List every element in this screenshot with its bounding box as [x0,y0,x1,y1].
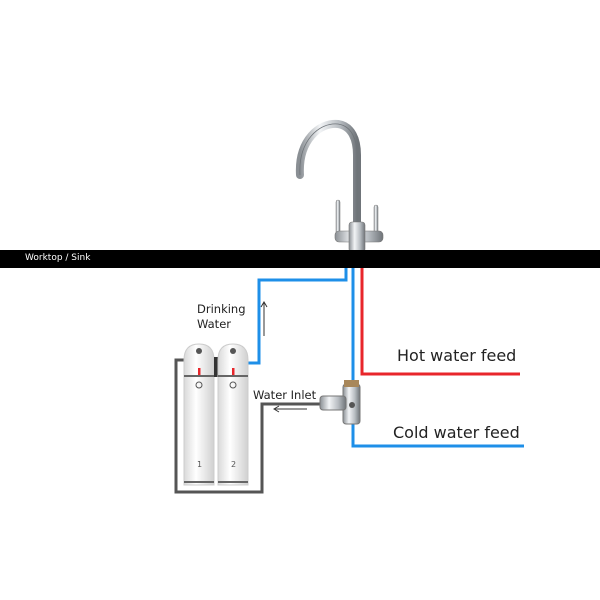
filter-cartridge-1 [183,343,215,486]
water-inlet-label: Water Inlet [253,388,317,402]
cold-water-feed-label: Cold water feed [393,423,520,442]
hot-water-feed-label: Hot water feed [397,346,517,365]
worktop-label: Worktop / Sink [25,253,91,263]
filter-connector [214,357,218,377]
hot-water-pipe [360,268,520,376]
worktop-bar [0,250,600,268]
filter-number-1: 1 [197,460,203,469]
left-arrow-icon [273,405,307,413]
tee-valve-icon [319,380,361,425]
filter-cartridge-2 [217,343,249,486]
filter-number-2: 2 [231,460,237,469]
up-arrow-icon [260,301,268,336]
water-inlet-pipe [174,358,322,494]
drinking-water-label-line2: Water [197,317,231,331]
drinking-water-pipe [246,268,348,365]
cold-water-pipe [351,268,524,448]
faucet-icon [295,119,384,253]
drinking-water-label-line1: Drinking [197,302,246,316]
